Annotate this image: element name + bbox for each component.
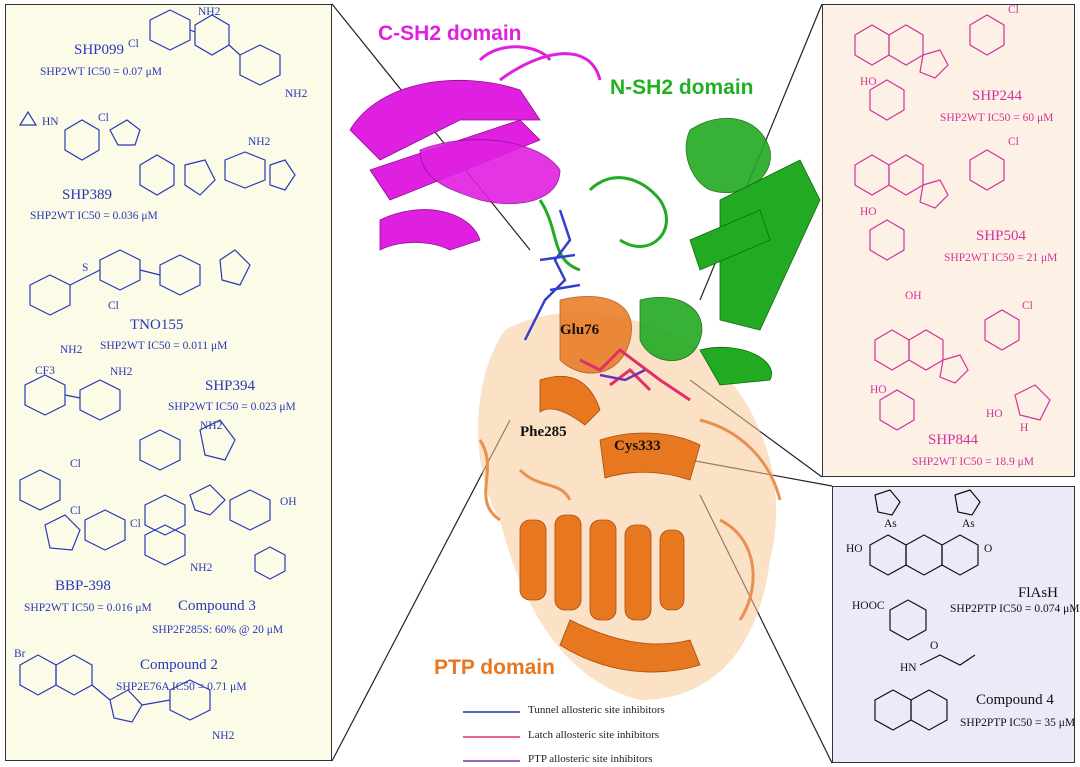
compound-name-shp394: SHP394 <box>205 378 256 394</box>
ptp-ligand <box>599 368 646 382</box>
ptp-domain-structure <box>478 296 782 700</box>
left-panel-structures <box>18 9 296 723</box>
atom-label: NH2 <box>60 344 83 356</box>
compound-ic50-shp504: SHP2WT IC50 = 21 μM <box>944 252 1058 264</box>
compound-ic50-shp244: SHP2WT IC50 = 60 μM <box>940 112 1054 124</box>
compound-ic50-shp844: SHP2WT IC50 = 18.9 μM <box>912 456 1035 468</box>
latch-compound-panel <box>822 4 1075 477</box>
atom-label: NH2 <box>110 366 133 378</box>
atom-label: NH2 <box>285 88 308 100</box>
compound-ic50-bbp398: SHP2WT IC50 = 0.016 μM <box>24 602 152 614</box>
atom-label: H <box>1020 422 1029 434</box>
atom-label: Cl <box>1008 4 1019 16</box>
atom-label: Cl <box>1022 300 1033 312</box>
atom-label: CF3 <box>35 365 55 377</box>
compound-ic50-shp389: SHP2WT IC50 = 0.036 μM <box>30 210 158 222</box>
compound-name-tno155: TNO155 <box>130 317 184 333</box>
c-sh2-domain-structure <box>349 79 561 251</box>
atom-label: O <box>930 640 939 652</box>
atom-label: OH <box>280 496 297 508</box>
residue-glu76: Glu76 <box>560 322 600 338</box>
atom-label: NH2 <box>212 730 235 742</box>
atom-label: Cl <box>1008 136 1019 148</box>
atom-label: HO <box>860 206 877 218</box>
ptp-panel-structures <box>869 489 981 731</box>
atom-label: Br <box>14 648 26 660</box>
compound-name-shp389: SHP389 <box>62 187 113 203</box>
compound-ic50-shp099: SHP2WT IC50 = 0.07 μM <box>40 66 163 78</box>
compound-ic50-shp394: SHP2WT IC50 = 0.023 μM <box>168 401 296 413</box>
residue-phe285: Phe285 <box>520 424 567 440</box>
atom-label: OH <box>905 290 922 302</box>
compound-ic50-compound-3: SHP2F285S: 60% @ 20 μM <box>152 624 284 636</box>
atom-label: S <box>82 262 89 274</box>
compound-name-compound-4: Compound 4 <box>976 692 1054 708</box>
residue-cys333: Cys333 <box>614 438 661 454</box>
compound-ic50-flash: SHP2PTP IC50 = 0.074 μM <box>950 603 1080 615</box>
atom-label: HN <box>900 662 917 674</box>
compound-name-shp244: SHP244 <box>972 88 1023 104</box>
n-sh2-loops <box>538 176 668 272</box>
atom-label: As <box>884 518 897 530</box>
compound-name-compound-3: Compound 3 <box>178 598 256 614</box>
ptp-compound-panel <box>832 486 1075 763</box>
legend-ptp-label: PTP allosteric site inhibitors <box>528 753 653 765</box>
atom-label: Cl <box>108 300 119 312</box>
atom-label: HOOC <box>852 600 885 612</box>
atom-label: HO <box>846 543 863 555</box>
legend-lines <box>463 711 520 762</box>
compound-name-compound-2: Compound 2 <box>140 657 218 673</box>
compound-ic50-tno155: SHP2WT IC50 = 0.011 μM <box>100 340 228 352</box>
atom-label: Cl <box>130 518 141 530</box>
atom-label: O <box>984 543 993 555</box>
atom-label: As <box>962 518 975 530</box>
n-sh2-domain-structure <box>639 117 821 386</box>
atom-label: NH2 <box>198 6 221 18</box>
atom-label: NH2 <box>248 136 271 148</box>
compound-name-flash: FlAsH <box>1018 585 1059 601</box>
compound-name-bbp398: BBP-398 <box>55 578 111 594</box>
compound-name-shp844: SHP844 <box>928 432 979 448</box>
atom-label: NH2 <box>190 562 213 574</box>
latch-panel-structures <box>854 14 1051 431</box>
compound-ic50-compound-2: SHP2E76A IC50 = 0.71 μM <box>116 681 247 693</box>
latch-ligand <box>579 348 691 402</box>
atom-label: Cl <box>70 505 81 517</box>
atom-label: HO <box>860 76 877 88</box>
atom-label: HN <box>42 116 59 128</box>
tunnel-ligand <box>523 209 581 341</box>
legend-latch-label: Latch allosteric site inhibitors <box>528 729 660 741</box>
atom-label: Cl <box>128 38 139 50</box>
c-sh2-domain-label: C-SH2 domain <box>378 22 522 45</box>
atom-label: NH2 <box>200 420 223 432</box>
compound-name-shp504: SHP504 <box>976 228 1027 244</box>
n-sh2-domain-label: N-SH2 domain <box>610 76 754 99</box>
legend-tunnel-label: Tunnel allosteric site inhibitors <box>528 704 665 716</box>
ptp-domain-label: PTP domain <box>434 656 555 679</box>
c-sh2-loops <box>478 45 602 82</box>
atom-label: Cl <box>70 458 81 470</box>
compound-ic50-compound-4: SHP2PTP IC50 = 35 μM <box>960 717 1076 729</box>
atom-label: Cl <box>98 112 109 124</box>
compound-name-shp099: SHP099 <box>74 42 125 58</box>
atom-label: HO <box>870 384 887 396</box>
atom-label: HO <box>986 408 1003 420</box>
